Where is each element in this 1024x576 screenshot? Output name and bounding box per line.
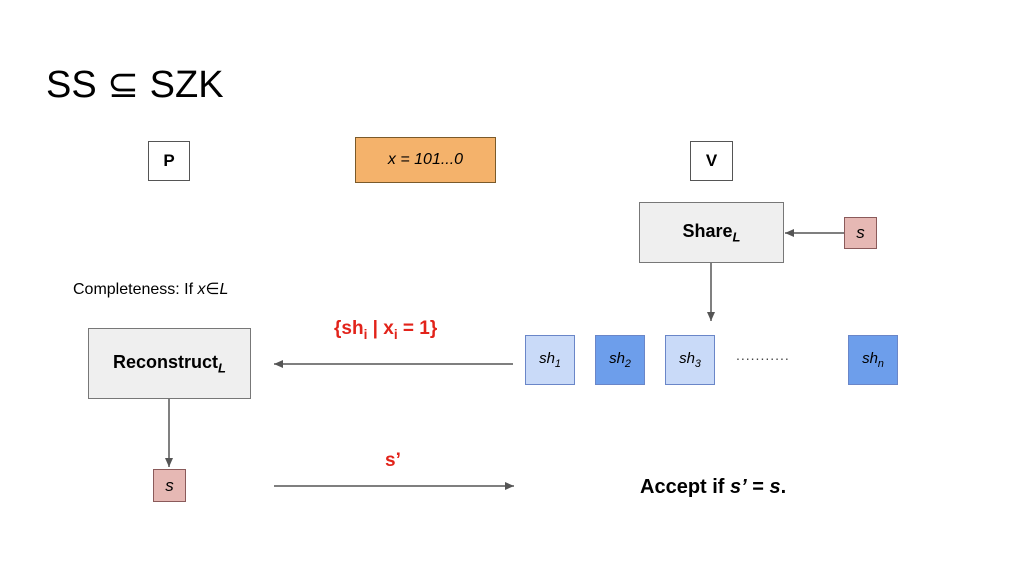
secret-prover-text: s: [165, 475, 174, 495]
title-left: SS: [46, 64, 97, 106]
verifier-label: V: [705, 151, 718, 170]
slide-title: SS ⊆ SZK: [46, 62, 224, 107]
input-box: x = 101...0: [355, 137, 496, 183]
reconstruct-algorithm-label: ReconstructL: [113, 351, 226, 376]
share-box-3: sh3: [665, 335, 715, 385]
secret-box-verifier: s: [844, 217, 877, 249]
secret-message-label: s’: [385, 450, 401, 471]
share-algorithm-box: ShareL: [639, 202, 784, 263]
verifier-box: V: [690, 141, 733, 181]
secret-box-prover: s: [153, 469, 186, 502]
completeness-label: Completeness: If x∈L: [73, 281, 229, 298]
secret-verifier-text: s: [856, 223, 865, 242]
prover-box: P: [148, 141, 190, 181]
input-text: x = 101...0: [387, 151, 464, 168]
share-box-2: sh2: [595, 335, 645, 385]
shares-message-label: {shi | xi = 1}: [334, 318, 438, 342]
accept-condition: Accept if s’ = s.: [640, 476, 787, 498]
subset-symbol: ⊆: [107, 64, 140, 106]
shares-ellipsis: ...........: [736, 347, 790, 363]
prover-label: P: [163, 151, 175, 170]
share-box-1: sh1: [525, 335, 575, 385]
title-right: SZK: [149, 64, 224, 106]
share-algorithm-label: ShareL: [682, 220, 741, 245]
reconstruct-algorithm-box: ReconstructL: [88, 328, 251, 399]
share-box-n: shn: [848, 335, 898, 385]
